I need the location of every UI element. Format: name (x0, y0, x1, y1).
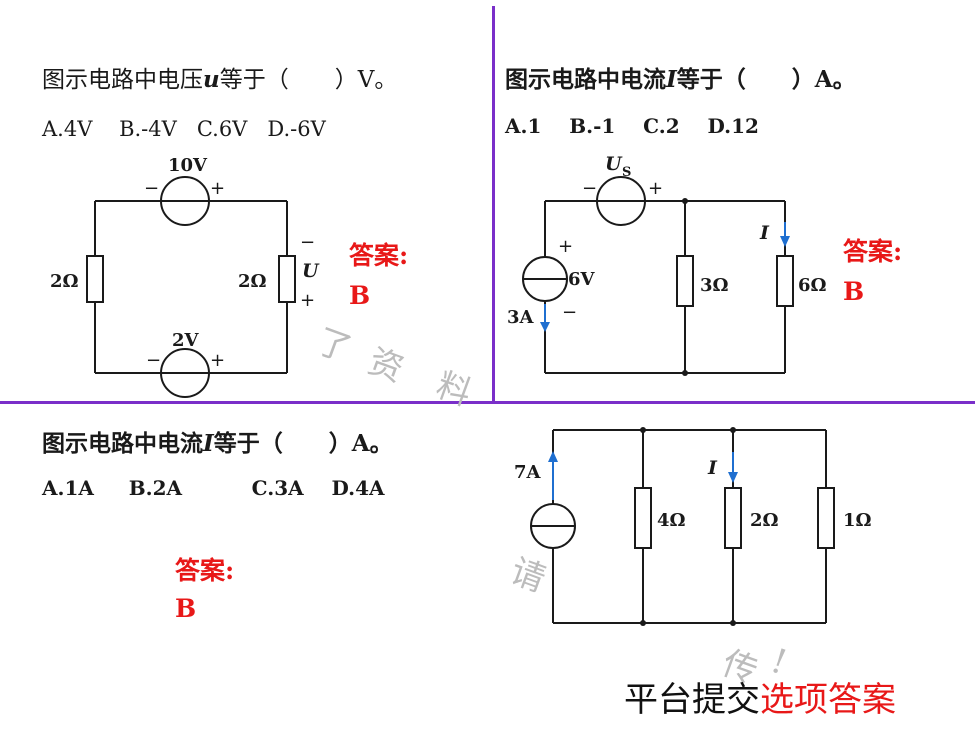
horizontal-divider (0, 401, 975, 404)
q3-resistor-1ohm (817, 487, 835, 549)
q1-top-minus: − (144, 178, 159, 199)
footer-black-text: 平台提交 (624, 680, 760, 720)
q2-stem-after: 等于（ ）A。 (676, 66, 856, 93)
q3-resistor-2ohm (724, 487, 742, 549)
q3-variable: I (203, 430, 214, 457)
q3-answer: B (175, 594, 197, 623)
q1-top-source-label: 10V (168, 155, 208, 176)
q1-top-plus: + (210, 178, 225, 199)
q3-stem: 图示电路中电流I等于（ ）A。 (42, 424, 393, 458)
q1-circuit: 10V − + 2V − + 2Ω 2Ω − U + (50, 155, 320, 398)
q3-source-label: 7A (514, 462, 542, 483)
q1-u-label: U (302, 260, 320, 282)
q1-right-resistor (278, 255, 296, 303)
footer-instruction: 平台提交选项答案 (624, 672, 896, 721)
footer-red-text: 选项答案 (760, 680, 896, 720)
q2-mid-resistor-label: 3Ω (700, 275, 729, 296)
q1-answer: B (349, 281, 371, 310)
q1-stem-after: 等于（ ）V。 (219, 67, 398, 93)
q3-stem-text: 图示电路中电流 (42, 430, 203, 457)
q2-i-label: I (759, 222, 770, 244)
q2-us-minus: − (582, 178, 597, 199)
q1-u-minus: − (300, 232, 315, 253)
q1-bottom-plus: + (210, 350, 225, 371)
q3-i-label: I (707, 457, 718, 479)
q1-options: A.4V B.-4V C.6V D.-6V (42, 117, 326, 141)
q2-current-label: 3A (507, 307, 535, 328)
q1-variable: u (203, 66, 220, 93)
q2-source-plus: + (558, 236, 573, 257)
q2-us-plus: + (648, 178, 663, 199)
q2-variable: I (666, 66, 677, 93)
q1-stem: 图示电路中电压u等于（ ）V。 (42, 60, 397, 94)
q1-stem-text: 图示电路中电压 (42, 67, 203, 93)
q2-stem-text: 图示电路中电流 (505, 66, 666, 93)
q2-source-minus: − (562, 302, 577, 323)
q1-u-plus: + (300, 290, 315, 311)
q1-right-resistor-label: 2Ω (238, 271, 267, 292)
q3-r1-label: 4Ω (657, 510, 686, 531)
q2-answer-label: 答案: (843, 237, 903, 266)
q2-right-resistor-label: 6Ω (798, 275, 827, 296)
q1-left-resistor-label: 2Ω (50, 271, 79, 292)
q3-answer-label: 答案: (175, 556, 235, 585)
q2-us-subscript: S (622, 165, 631, 180)
q2-options: A.1 B.-1 C.2 D.12 (505, 114, 759, 138)
q2-answer: B (843, 277, 865, 306)
q2-source-label: 6V (568, 269, 596, 290)
q3-stem-after: 等于（ ）A。 (213, 430, 393, 457)
q2-stem: 图示电路中电流I等于（ ）A。 (505, 60, 856, 94)
q3-r2-label: 2Ω (750, 510, 779, 531)
vertical-divider (492, 6, 495, 404)
q3-resistor-4ohm (634, 487, 652, 549)
q2-circuit: U S − + + 6V 3A − 3Ω 6Ω I (507, 153, 827, 376)
q2-us-label: U (605, 153, 623, 175)
q1-bottom-source-label: 2V (172, 330, 200, 351)
q1-bottom-minus: − (146, 350, 161, 371)
q1-answer-label: 答案: (349, 241, 409, 270)
q3-options: A.1A B.2A C.3A D.4A (42, 476, 385, 500)
q3-r3-label: 1Ω (843, 510, 872, 531)
q1-left-resistor (86, 255, 104, 303)
